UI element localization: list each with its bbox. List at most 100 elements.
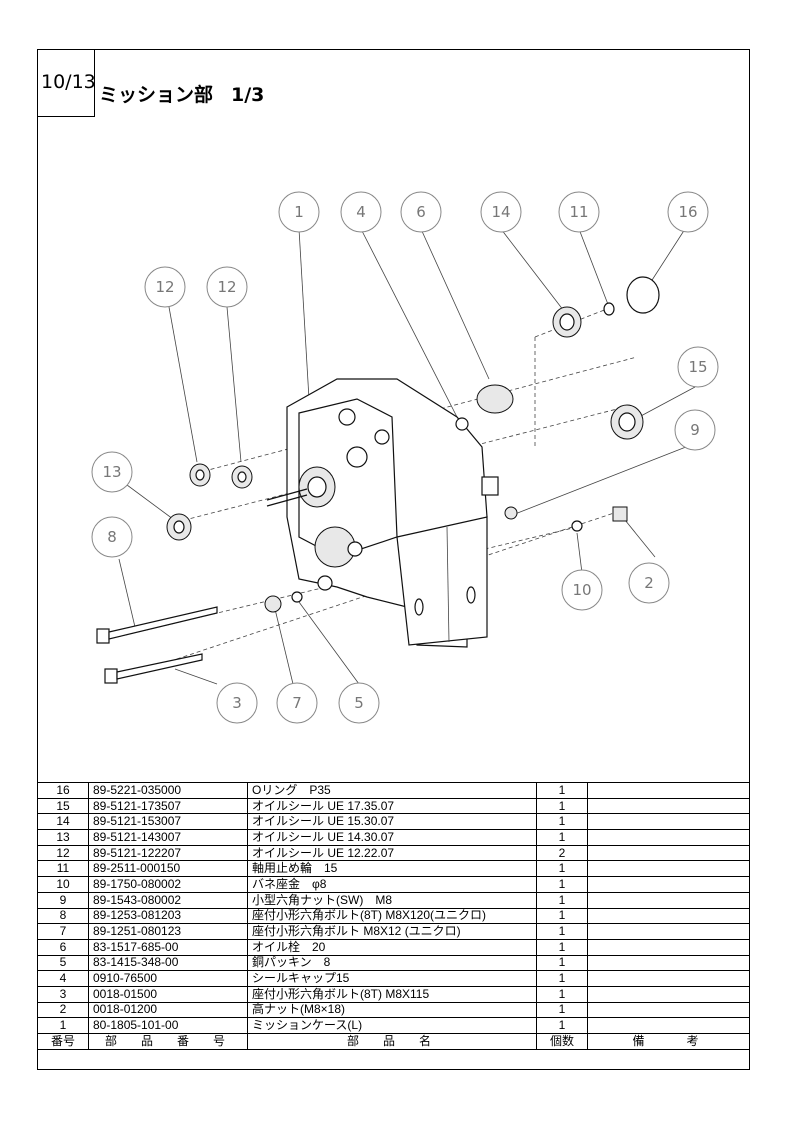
cell-no: 15	[37, 797, 89, 815]
cell-name: オイルシール UE 17.35.07	[247, 797, 537, 815]
callout-14: 14	[480, 191, 522, 233]
cell-remarks	[587, 938, 750, 956]
section-page: 1/3	[231, 84, 265, 106]
svg-text:12: 12	[217, 278, 236, 296]
cell-no: 3	[37, 985, 89, 1003]
cell-no: 2	[37, 1001, 89, 1019]
callout-8: 8	[91, 516, 133, 558]
callout-16: 16	[667, 191, 709, 233]
cell-part-no: 89-1543-080002	[88, 891, 248, 909]
svg-text:16: 16	[678, 203, 697, 221]
svg-text:11: 11	[569, 203, 588, 221]
cell-name: 高ナット(M8×18)	[247, 1001, 537, 1019]
cell-name: オイルシール UE 12.22.07	[247, 844, 537, 862]
svg-text:4: 4	[356, 203, 366, 221]
cell-part-no: 89-1253-081203	[88, 907, 248, 925]
svg-text:5: 5	[354, 694, 364, 712]
svg-text:15: 15	[688, 358, 707, 376]
callout-7: 7	[276, 682, 318, 724]
cell-name: 座付小形六角ボルト(8T) M8X115	[247, 985, 537, 1003]
cell-remarks	[587, 876, 750, 893]
page-number: 10/13	[37, 49, 96, 117]
cell-no: 11	[37, 860, 89, 878]
svg-text:7: 7	[292, 694, 302, 712]
cell-qty: 1	[536, 797, 588, 815]
cell-remarks	[587, 970, 750, 987]
svg-text:13: 13	[102, 463, 121, 481]
cell-name: 銅パッキン 8	[247, 954, 537, 972]
cell-part-no: 80-1805-101-00	[88, 1017, 248, 1034]
cell-name: シールキャップ15	[247, 970, 537, 987]
cell-name: 座付小形六角ボルト M8X12 (ユニクロ)	[247, 923, 537, 940]
cell-qty: 1	[536, 970, 588, 987]
cell-qty: 1	[536, 876, 588, 893]
callout-11: 11	[558, 191, 600, 233]
callout-9: 9	[674, 409, 716, 451]
cell-remarks	[587, 844, 750, 862]
cell-qty: 1	[536, 829, 588, 846]
cell-remarks	[587, 1001, 750, 1019]
cell-name: 軸用止め輪 15	[247, 860, 537, 878]
callout-6: 6	[400, 191, 442, 233]
cell-no: 1	[37, 1017, 89, 1034]
cell-part-no: 89-5121-173507	[88, 797, 248, 815]
svg-text:9: 9	[690, 421, 700, 439]
callout-3: 3	[216, 682, 258, 724]
cell-qty: 1	[536, 938, 588, 956]
callout-1: 1	[278, 191, 320, 233]
cell-part-no: 89-2511-000150	[88, 860, 248, 878]
cell-no: 10	[37, 876, 89, 893]
cell-no: 16	[37, 782, 89, 799]
svg-text:3: 3	[232, 694, 242, 712]
cell-remarks	[587, 985, 750, 1003]
header-qty: 個数	[536, 1033, 588, 1050]
cell-no: 12	[37, 844, 89, 862]
cell-no: 7	[37, 923, 89, 940]
callout-5: 5	[338, 682, 380, 724]
cell-remarks	[587, 860, 750, 878]
cell-remarks	[587, 829, 750, 846]
cell-remarks	[587, 923, 750, 940]
cell-name: オイルシール UE 14.30.07	[247, 829, 537, 846]
cell-qty: 1	[536, 813, 588, 831]
cell-part-no: 0018-01200	[88, 1001, 248, 1019]
page-frame	[37, 49, 750, 1070]
svg-text:6: 6	[416, 203, 426, 221]
cell-qty: 1	[536, 860, 588, 878]
svg-text:2: 2	[644, 574, 654, 592]
header-name: 部 品 名	[247, 1033, 537, 1050]
callout-13: 13	[91, 451, 133, 493]
table-header-row: 番号部 品 番 号部 品 名個数備 考	[37, 1033, 750, 1050]
callout-12b: 12	[206, 266, 248, 308]
cell-part-no: 0910-76500	[88, 970, 248, 987]
cell-no: 6	[37, 938, 89, 956]
cell-part-no: 89-1251-080123	[88, 923, 248, 940]
header-no: 番号	[37, 1033, 89, 1050]
cell-qty: 1	[536, 1001, 588, 1019]
cell-qty: 1	[536, 923, 588, 940]
cell-qty: 1	[536, 907, 588, 925]
cell-part-no: 0018-01500	[88, 985, 248, 1003]
exploded-diagram: 1 4 6 14 11 16 12 12 15 9 13 8 10 2 3 7 …	[91, 191, 719, 724]
header-part-no: 部 品 番 号	[88, 1033, 248, 1050]
cell-remarks	[587, 891, 750, 909]
cell-qty: 1	[536, 985, 588, 1003]
cell-name: オイルシール UE 15.30.07	[247, 813, 537, 831]
cell-part-no: 89-5221-035000	[88, 782, 248, 799]
cell-qty: 1	[536, 891, 588, 909]
